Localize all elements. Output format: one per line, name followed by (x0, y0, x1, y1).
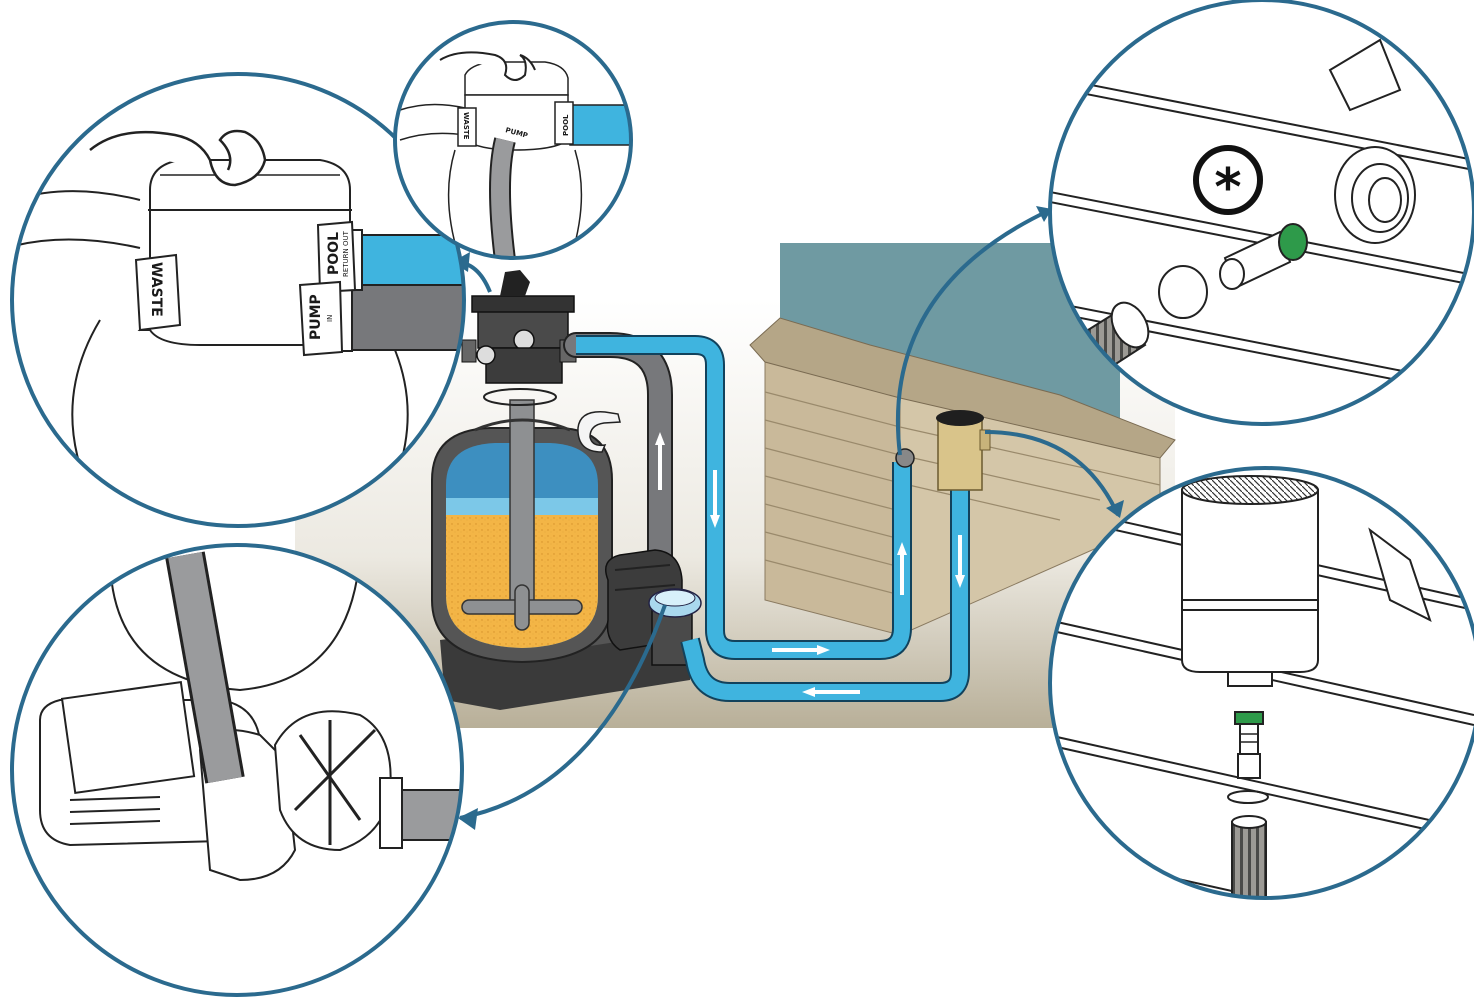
detail-valve-ports: WASTE POOL RETURN OUT PUMP IN (10, 72, 466, 528)
top-pool-label: POOL (562, 114, 570, 136)
detail-circle-valve (10, 72, 466, 528)
connector-arrowheads (452, 206, 1124, 830)
detail-circle-inlet (1048, 0, 1474, 426)
detail-circle-pump (10, 543, 464, 997)
pressure-gauge (513, 329, 535, 351)
pool-skimmer (936, 410, 991, 491)
pump-sub-label: IN (326, 315, 334, 322)
connector-inlet-to-detail (895, 208, 1051, 456)
connector-pump-to-detail (459, 604, 667, 820)
pool-label: POOL (326, 232, 342, 275)
wall-inlet-fitting (1334, 146, 1416, 244)
skimmer-corrugated-hose (1231, 815, 1267, 898)
pool-deck-rim (749, 317, 1176, 459)
detail-circle-skimmer (1048, 466, 1474, 900)
detail-circle-valve-top (393, 20, 633, 260)
skimmer-body-detail (1181, 475, 1319, 687)
pump-port-grey-pipe (344, 284, 464, 351)
green-hose-adapter (1219, 223, 1308, 290)
lateral-arms (461, 584, 583, 631)
connector-skimmer-to-detail (984, 430, 1120, 516)
multiport-valve (461, 270, 577, 384)
hose-clamp (1158, 265, 1208, 319)
flow-arrows (710, 470, 965, 697)
circulation-pump (605, 549, 702, 666)
filter-standpipe (509, 399, 535, 606)
pool-port-tag (316, 220, 357, 294)
skimmer-grille (1181, 475, 1319, 505)
wall-planks (764, 391, 1161, 596)
detail-skimmer (1048, 466, 1474, 900)
pump-label: PUMP (308, 294, 324, 340)
waste-port-tag (134, 253, 182, 332)
pool-sub-label: RETURN OUT (342, 230, 350, 277)
pool-water (780, 243, 1120, 420)
detail-valve-top: WASTE PUMP POOL (393, 20, 633, 260)
top-waste-label: WASTE (462, 112, 470, 140)
pump-terminal-box (60, 680, 196, 795)
asterisk-symbol: * (1214, 158, 1241, 218)
pool-wooden-wall (764, 359, 901, 636)
asterisk-marker (1193, 145, 1263, 215)
valve-handle-detail (89, 129, 267, 187)
flow-arrow-up-grey (655, 432, 665, 445)
skimmer-hose-clamp (1227, 790, 1269, 804)
waste-label: WASTE (148, 262, 164, 317)
detail-pump (10, 543, 464, 997)
sand-filter-tank (431, 399, 613, 664)
pump-port-tag (298, 280, 344, 357)
tank-clamp-ring (577, 411, 621, 453)
o-ring (483, 388, 557, 406)
skimmer-green-adapter (1234, 711, 1264, 779)
